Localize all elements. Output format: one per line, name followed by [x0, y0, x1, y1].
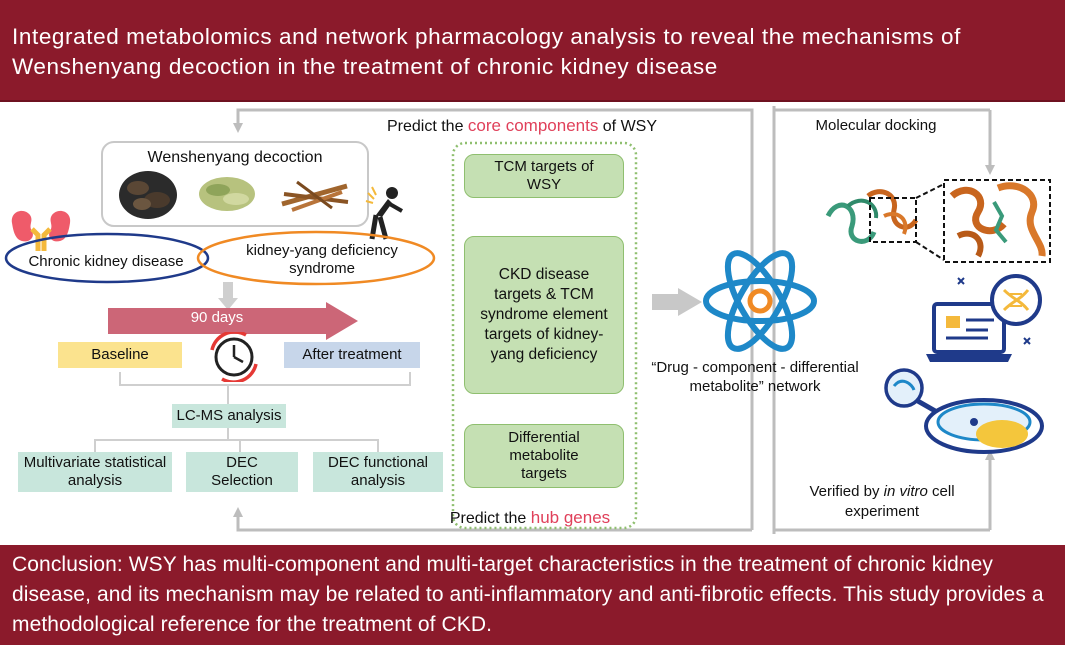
page-title: Integrated metabolomics and network phar…: [12, 24, 961, 79]
predict-core-label: Predict the core components of WSY: [386, 116, 658, 135]
petri-dish-icon: [884, 368, 1044, 454]
clock-icon: [210, 332, 258, 382]
timeline-label: 90 days: [190, 309, 244, 326]
multivariate-analysis-box: Multivariate statistical analysis: [18, 452, 172, 492]
binding-pocket-zoom: [949, 182, 1046, 258]
predict-hub-label: Predict the hub genes: [449, 508, 611, 527]
network-label: “Drug - component - differential metabol…: [651, 359, 859, 395]
protein-structure-image: [825, 179, 1051, 263]
kidney-icon: [11, 210, 71, 251]
conclusion-text: Conclusion: WSY has multi-component and …: [12, 553, 1044, 636]
syndrome-label: kidney-yang deficiency syndrome: [246, 242, 398, 277]
herb-images: [119, 171, 349, 219]
hub-genes-connector: [233, 507, 752, 532]
docking-label: Molecular docking: [815, 117, 937, 134]
tcm-targets-box: TCM targets of WSY: [464, 154, 624, 198]
herb-3-image: [281, 180, 349, 212]
decoction-label: Wenshenyang decoction: [147, 149, 323, 166]
protein-overview: [825, 189, 919, 244]
timeline-arrow: [108, 302, 358, 340]
targets-frame: [451, 141, 638, 530]
metabolite-targets-box: Differential metabolite targets: [464, 424, 624, 488]
disease-ellipse: [4, 232, 210, 284]
dec-functional-analysis-box: DEC functional analysis: [313, 452, 443, 492]
after-treatment-box: After treatment: [284, 342, 420, 368]
title-banner: [0, 0, 1065, 102]
conclusion-banner: [0, 545, 1065, 645]
network-atom-icon: [703, 250, 817, 352]
herb-2-image: [199, 177, 255, 211]
herb-1-image: [119, 171, 177, 219]
syndrome-ellipse: [196, 230, 436, 286]
hub-genes-highlight: hub genes: [530, 508, 611, 527]
verified-label: Verified by in vitro cell experiment: [809, 483, 955, 520]
core-components-highlight: core components: [467, 116, 599, 135]
baseline-box: Baseline: [58, 342, 182, 368]
disease-label: Chronic kidney disease: [28, 253, 184, 270]
ckd-syndrome-targets-box: CKD disease targets & TCM syndrome eleme…: [464, 236, 624, 394]
lcms-box: LC-MS analysis: [172, 404, 286, 428]
disease-ellipses: [4, 230, 436, 286]
laptop-dna-icon: [926, 274, 1042, 362]
dec-selection-box: DEC Selection: [186, 452, 298, 492]
